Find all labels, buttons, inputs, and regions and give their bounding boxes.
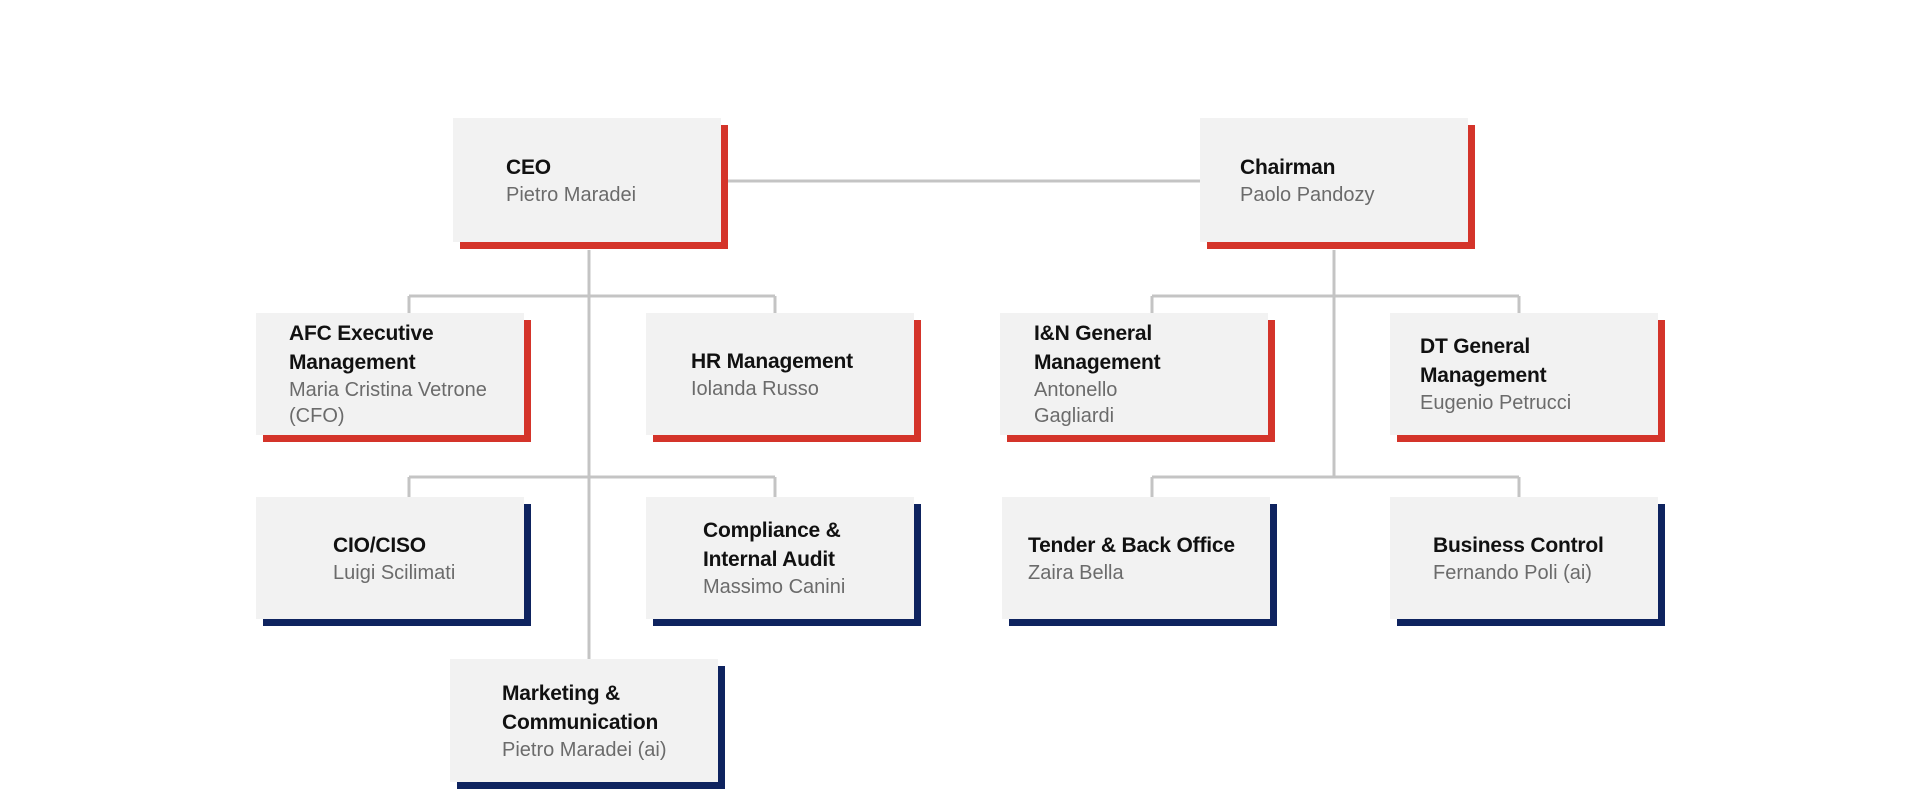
node-card: Chairman Paolo Pandozy — [1200, 118, 1468, 242]
node-person: Massimo Canini — [703, 576, 846, 598]
node-person: Luigi Scilimati — [333, 561, 456, 584]
node-person: Maria Cristina Vetrone (CFO) — [289, 379, 487, 427]
node-role: CIO/CISO — [333, 533, 426, 557]
node-person: Paolo Pandozy — [1240, 183, 1375, 206]
node-card: DT General Management Eugenio Petrucci — [1390, 313, 1658, 435]
node-card: Compliance & Internal Audit Massimo Cani… — [646, 497, 914, 619]
org-node-compliance: Compliance & Internal Audit Massimo Cani… — [646, 497, 921, 626]
node-person: Iolanda Russo — [691, 377, 819, 400]
node-person: Antonello Gagliardi — [1034, 379, 1118, 427]
node-role: CEO — [506, 155, 551, 179]
org-node-ceo: CEO Pietro Maradei — [453, 118, 728, 249]
node-card: Tender & Back Office Zaira Bella — [1002, 497, 1270, 619]
node-role: AFC Executive Management — [289, 322, 434, 374]
org-node-tender: Tender & Back Office Zaira Bella — [1002, 497, 1277, 626]
org-node-dt-general: DT General Management Eugenio Petrucci — [1390, 313, 1665, 442]
node-card: AFC Executive Management Maria Cristina … — [256, 313, 524, 435]
node-role: Business Control — [1433, 533, 1604, 557]
org-node-marketing: Marketing & Communication Pietro Maradei… — [450, 659, 725, 789]
node-card: I&N General Management Antonello Gagliar… — [1000, 313, 1268, 435]
node-role: Marketing & Communication — [502, 681, 659, 734]
org-node-chairman: Chairman Paolo Pandozy — [1200, 118, 1475, 249]
node-role: Tender & Back Office — [1028, 533, 1235, 557]
node-card: CIO/CISO Luigi Scilimati — [256, 497, 524, 619]
org-node-in-general: I&N General Management Antonello Gagliar… — [1000, 313, 1275, 442]
node-role: Chairman — [1240, 155, 1336, 179]
node-role: I&N General Management — [1034, 322, 1161, 374]
org-node-afc: AFC Executive Management Maria Cristina … — [256, 313, 531, 442]
node-card: Marketing & Communication Pietro Maradei… — [450, 659, 718, 782]
node-role: Compliance & Internal Audit — [703, 519, 841, 571]
org-node-cio-ciso: CIO/CISO Luigi Scilimati — [256, 497, 531, 626]
org-node-hr: HR Management Iolanda Russo — [646, 313, 921, 442]
node-person: Zaira Bella — [1028, 561, 1124, 584]
node-person: Fernando Poli (ai) — [1433, 561, 1592, 584]
node-role: HR Management — [691, 349, 853, 373]
node-card: HR Management Iolanda Russo — [646, 313, 914, 435]
org-node-business-control: Business Control Fernando Poli (ai) — [1390, 497, 1665, 626]
node-person: Pietro Maradei — [506, 183, 637, 206]
node-person: Eugenio Petrucci — [1420, 392, 1572, 414]
node-card: Business Control Fernando Poli (ai) — [1390, 497, 1658, 619]
node-role: DT General Management — [1420, 335, 1547, 387]
node-person: Pietro Maradei (ai) — [502, 738, 667, 761]
node-card: CEO Pietro Maradei — [453, 118, 721, 242]
